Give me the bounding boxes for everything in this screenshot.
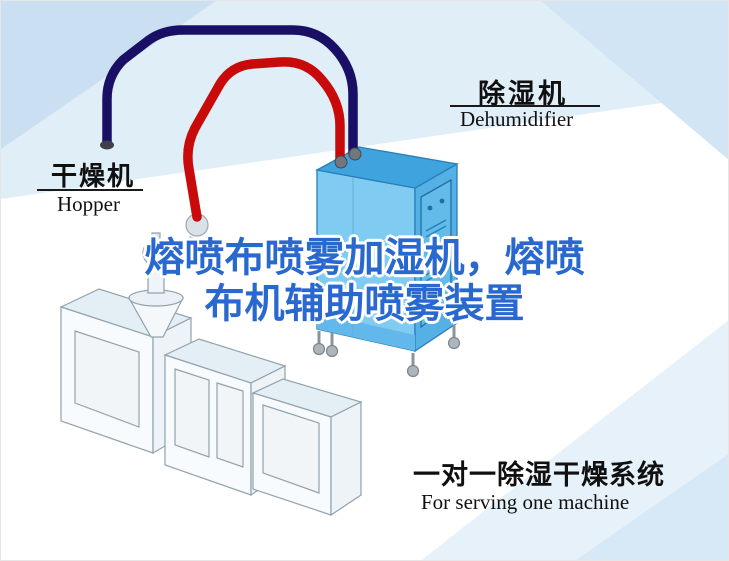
caster-wheel <box>312 342 326 356</box>
background-bottomright-corner <box>575 454 728 560</box>
navy-pipe-collar <box>348 147 362 161</box>
dehumidifier-door <box>420 178 452 329</box>
extruder-block3-side <box>330 401 362 517</box>
navy-pipe-end-flange <box>100 140 114 150</box>
extruder-block2-panel-b <box>216 382 244 468</box>
dehumidifier-machine <box>312 146 461 378</box>
door-screw-b <box>439 198 445 204</box>
dehumidifier-label-cn: 除湿机 <box>478 79 568 109</box>
door-screw-a <box>427 205 433 211</box>
extruder-block1-panel <box>74 330 140 428</box>
dryer-label-cn: 干燥机 <box>51 161 136 191</box>
door-vent-slits <box>425 219 447 282</box>
extruder-block3-panel <box>262 404 320 494</box>
caster-wheel <box>406 364 420 378</box>
dehumidifier-base-strip <box>317 313 415 351</box>
hopper-funnel <box>127 213 209 338</box>
hopper-side-tube <box>165 235 197 267</box>
dryer-label-underline <box>37 189 143 191</box>
background-topright-corner <box>541 1 728 160</box>
red-pipe-collar <box>334 155 348 169</box>
dehumidifier-casters <box>312 325 461 378</box>
caption-en: For serving one machine <box>421 490 630 514</box>
caption-cn: 一对一除湿干燥系统 <box>413 460 665 490</box>
background-bottomright-band <box>421 320 728 560</box>
navy-supply-pipe <box>102 25 358 158</box>
main-title-line1: 熔喷布喷雾加湿机，熔喷 <box>144 236 585 280</box>
red-return-pipe <box>183 57 345 222</box>
main-title-line2: 布机辅助喷雾装置 <box>204 282 525 326</box>
background-top-band <box>1 1 728 199</box>
caster-wheel <box>325 344 339 358</box>
dehumidifier-label-en: Dehumidifier <box>460 107 574 131</box>
main-title: 熔喷布喷雾加湿机，熔喷 布机辅助喷雾装置 <box>1 235 728 327</box>
dehumidifier-label-underline <box>450 105 600 107</box>
dryer-label-en: Hopper <box>57 192 120 216</box>
air-pipes <box>100 25 362 222</box>
extruder-machine <box>59 213 363 517</box>
extruder-block2-panel-a <box>174 368 210 458</box>
caster-wheel <box>447 336 461 350</box>
hopper-ball-valve <box>142 239 170 267</box>
